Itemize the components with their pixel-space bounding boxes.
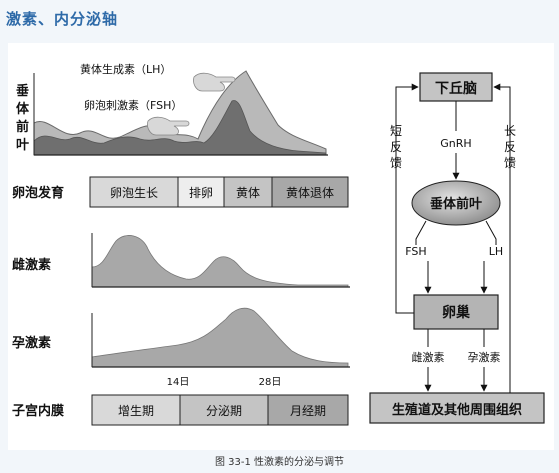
pituitary-ellipse xyxy=(411,180,501,226)
pituitary-chart xyxy=(33,70,328,156)
target-tissue-label: 生殖道及其他周围组织 xyxy=(392,402,522,418)
lh-label: 黄体生成素（LH） xyxy=(80,62,171,76)
page-title: 激素、内分泌轴 xyxy=(6,10,119,28)
pointing-hand-icon xyxy=(147,116,190,136)
pituitary-vertical-label: 垂 体 前 叶 xyxy=(16,83,34,153)
phase-proliferative: 增生期 xyxy=(118,404,154,418)
long-feedback-label: 长 反 馈 xyxy=(504,124,520,170)
ovary-box xyxy=(413,294,499,330)
lh-node-label: LH xyxy=(489,245,503,258)
feedback-flow-diagram: 下丘脑 GnRH 垂体前叶 FSH LH 卵巢 雌激素 孕激素 生殖道及其他周围… xyxy=(369,72,545,424)
day-28-label: 28日 xyxy=(259,377,282,388)
follicle-label: 卵泡发育 xyxy=(12,185,64,201)
pointing-hand-icon xyxy=(193,72,236,92)
endometrium-phase-bar: 增生期 分泌期 月经期 xyxy=(91,394,349,426)
progesterone-chart xyxy=(91,307,350,368)
phase-secretory: 分泌期 xyxy=(206,404,242,418)
target-tissue-box xyxy=(369,392,545,424)
estrogen-chart xyxy=(91,233,350,288)
phase-follicle-growth: 卵泡生长 xyxy=(110,186,158,200)
phase-menstrual: 月经期 xyxy=(290,404,326,418)
hypothalamus-label: 下丘脑 xyxy=(435,80,477,97)
gnrh-label: GnRH xyxy=(440,137,471,150)
fsh-label: 卵泡刺激素（FSH） xyxy=(84,98,182,112)
progesterone-node-label: 孕激素 xyxy=(468,350,501,364)
figure: 垂 体 前 叶 黄体生成素（LH） 卵泡刺激素（FSH） 卵泡发育 卵泡生长 排… xyxy=(8,43,554,450)
endometrium-label: 子宫内膜 xyxy=(12,403,64,419)
progesterone-label: 孕激素 xyxy=(12,335,51,351)
estrogen-node-label: 雌激素 xyxy=(412,350,445,364)
diagram-svg: 垂 体 前 叶 黄体生成素（LH） 卵泡刺激素（FSH） 卵泡发育 卵泡生长 排… xyxy=(12,62,545,426)
figure-caption: 图 33-1 性激素的分泌与调节 xyxy=(214,457,345,468)
short-feedback-label: 短 反 馈 xyxy=(390,124,406,170)
fsh-node-label: FSH xyxy=(405,245,426,258)
ovary-label: 卵巢 xyxy=(442,304,471,321)
phase-luteal-regression: 黄体退体 xyxy=(286,186,334,200)
follicle-phase-bar: 卵泡生长 排卵 黄体 黄体退体 xyxy=(89,176,349,208)
pituitary-node-label: 垂体前叶 xyxy=(430,196,482,212)
phase-corpus-luteum: 黄体 xyxy=(236,186,260,200)
phase-ovulation: 排卵 xyxy=(189,186,213,200)
page-header: 激素、内分泌轴 xyxy=(0,0,559,40)
fsh-curve xyxy=(33,100,327,156)
estrogen-label: 雌激素 xyxy=(12,257,51,273)
day-14-label: 14日 xyxy=(167,377,190,388)
